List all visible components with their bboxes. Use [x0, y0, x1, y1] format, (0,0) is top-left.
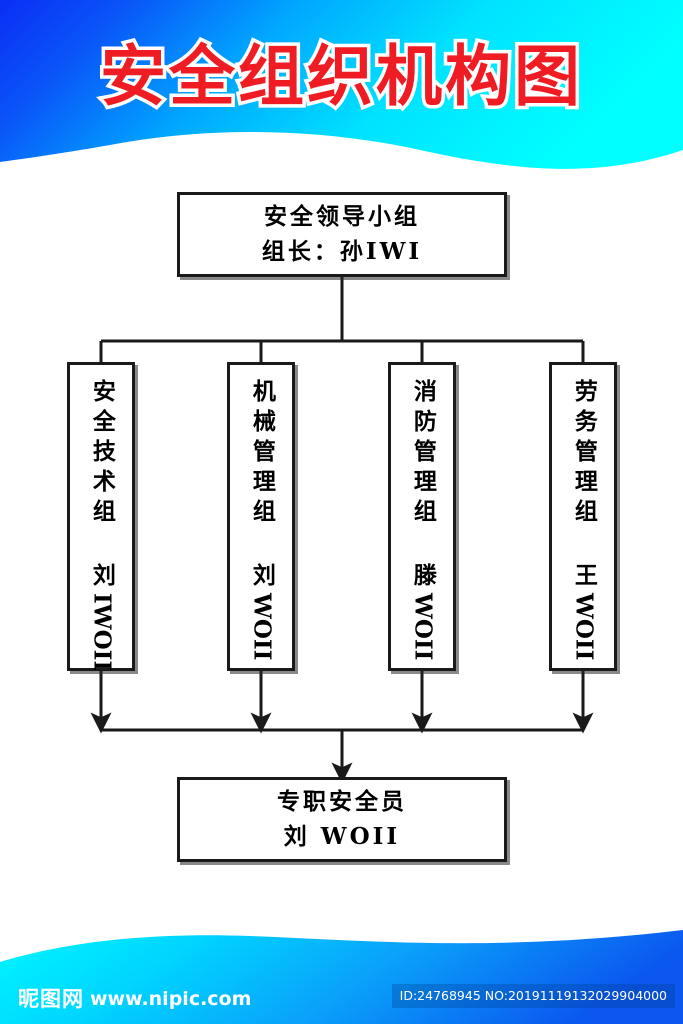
node-dept3-label: 消防管理组 滕WOII [409, 379, 437, 661]
node-dept1-label: 安全技术组 刘IWOII [88, 379, 116, 672]
poster-title-wrap: 安全组织机构图 [0, 38, 683, 115]
node-top-line1: 安全领导小组 [264, 203, 420, 230]
node-safety-leadership-group[interactable]: 安全领导小组 组长：孙IWI [177, 192, 507, 277]
node-safety-technology-group[interactable]: 安全技术组 刘IWOII [67, 362, 135, 671]
node-dept2-cjk: 机械管理组 刘 [248, 379, 276, 593]
node-dept1-cjk: 安全技术组 刘 [88, 379, 116, 593]
site-branding[interactable]: 昵图网 www.nipic.com [18, 989, 251, 1010]
node-bottom-line2: 刘 WOII [283, 822, 401, 850]
asset-id-badge: ID:24768945 NO:20191119132029904000 [391, 984, 675, 1008]
node-dept4-latin: WOII [570, 593, 598, 661]
brand-website-url: www.nipic.com [90, 988, 252, 1010]
node-machinery-management-group[interactable]: 机械管理组 刘WOII [227, 362, 295, 671]
top-wave-shape [0, 0, 683, 169]
node-labor-management-group[interactable]: 劳务管理组 王WOII [549, 362, 617, 671]
node-full-time-safety-officer[interactable]: 专职安全员 刘 WOII [177, 777, 507, 862]
node-dept2-latin: WOII [248, 593, 276, 661]
node-dept3-latin: WOII [409, 593, 437, 661]
node-fire-safety-management-group[interactable]: 消防管理组 滕WOII [388, 362, 456, 671]
node-dept2-label: 机械管理组 刘WOII [248, 379, 276, 661]
node-dept4-label: 劳务管理组 王WOII [570, 379, 598, 661]
node-dept1-latin: IWOII [88, 593, 116, 672]
node-dept4-cjk: 劳务管理组 王 [570, 379, 598, 593]
bottom-wave-shape [0, 930, 683, 1024]
node-top-line2: 组长：孙IWI [261, 237, 423, 265]
page-title: 安全组织机构图 [97, 38, 584, 115]
brand-name-cn: 昵图网 [18, 987, 84, 1011]
node-bottom-line1: 专职安全员 [277, 788, 407, 815]
node-dept3-cjk: 消防管理组 滕 [409, 379, 437, 593]
